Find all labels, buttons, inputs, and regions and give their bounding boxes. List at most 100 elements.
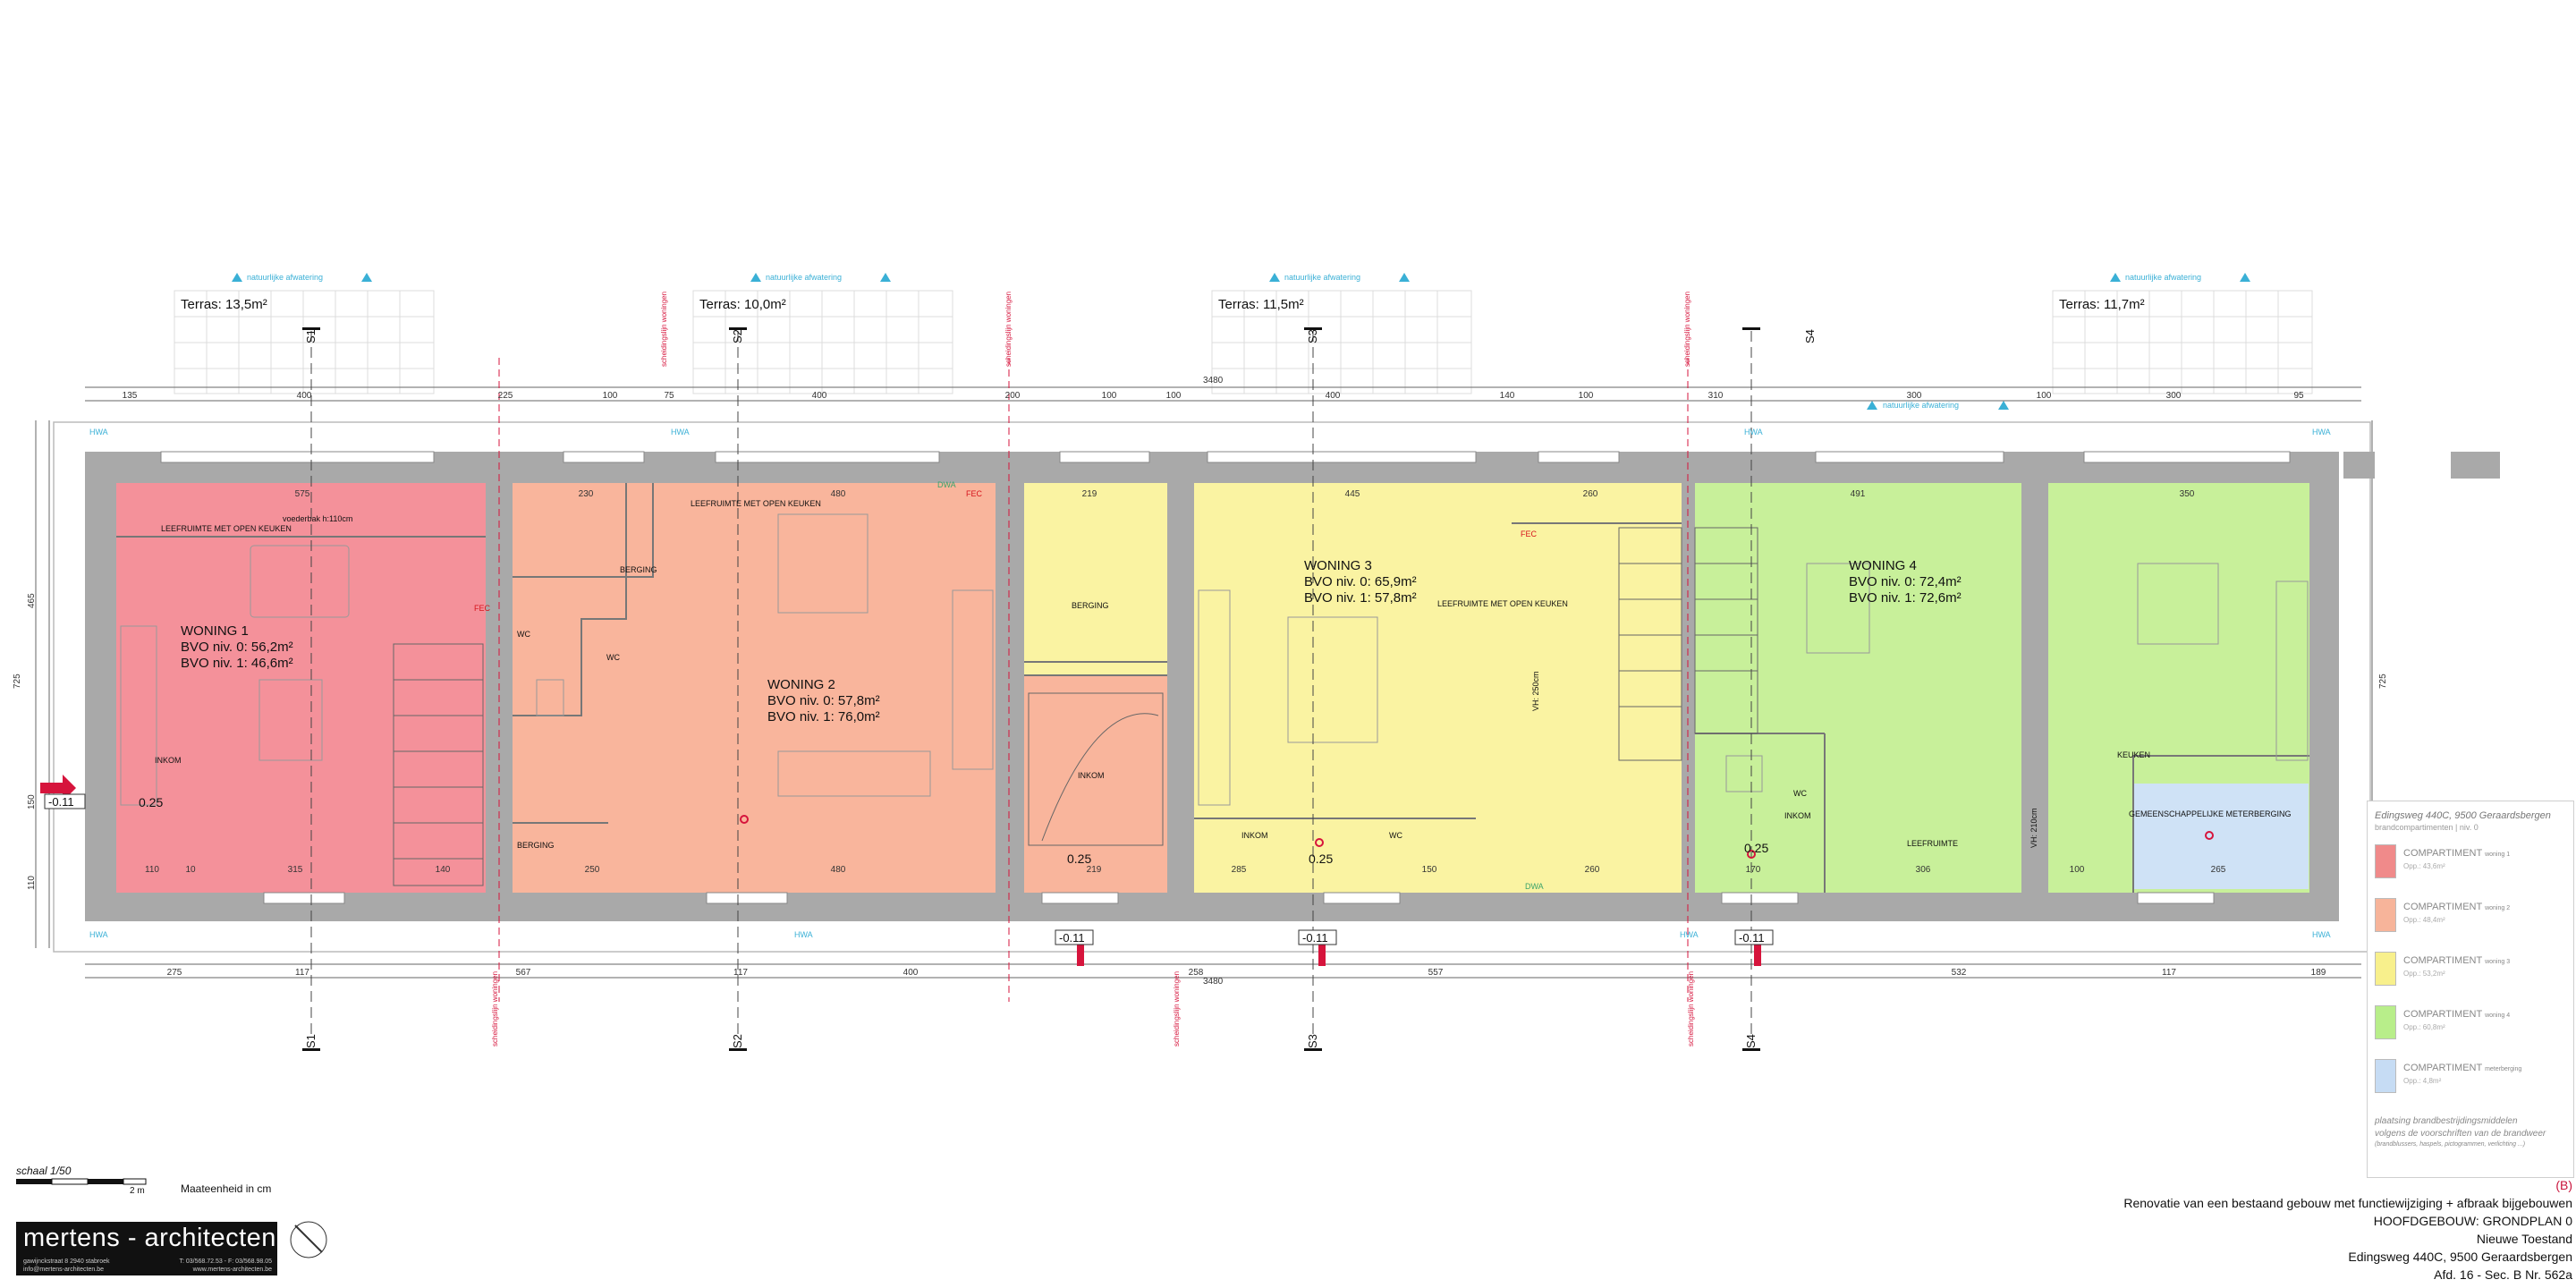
section-s1-bottom: S1 [304,1034,318,1048]
section-labels: S1 S2 S3 S4 S1 S2 S3 S4 [304,329,1817,1048]
titleblock-plan: HOOFDGEBOUW: GRONDPLAN 0 [2373,1214,2572,1228]
legend-item-name: COMPARTIMENT meterberging [2403,1063,2522,1073]
legend-swatch [2375,1005,2396,1039]
woning-1-bvo0: BVO niv. 0: 56,2m² [181,640,293,655]
woning-1-name: WONING 1 [181,623,249,639]
hwa-3: HWA [1744,428,1763,436]
logo-address: gawijnckstraat 8 2940 stabroek info@mert… [23,1258,110,1274]
walls [85,452,2500,921]
dim-int-bottom-13: 265 [2211,865,2226,875]
titleblock-code: (B) [2555,1178,2572,1192]
room-meterberging: GEMEENSCHAPPELIJKE METERBERGING [2129,809,2292,818]
legend-item-woning-4: COMPARTIMENT woning 4 Opp.: 60,8m² [2375,1005,2563,1041]
terrace-3: Terras: 11,5m² [1218,297,1304,312]
dim-int-bottom-2: 315 [288,865,303,875]
room-leefruimte-w1: LEEFRUIMTE MET OPEN KEUKEN [161,524,292,533]
room-wc-w4: WC [1793,789,1807,798]
party-wall-1-bottom: scheidingslijn woningen [491,971,499,1046]
fec-3: FEC [1521,530,1538,538]
dim-top-13: 300 [1907,391,1922,401]
drainage-labels: natuurlijke afwatering natuurlijke afwat… [89,273,2331,939]
level-w4: 0.25 [1744,841,1768,855]
dim-side-right-725: 725 [2378,674,2388,689]
hwa-5: HWA [89,930,108,939]
room-leefruimte-w2: LEEFRUIMTE MET OPEN KEUKEN [691,499,821,508]
party-wall-1-top: scheidingslijn woningen [660,292,668,367]
legend-item-name: COMPARTIMENT woning 3 [2403,955,2511,966]
room-fills [116,483,2309,893]
dim-top-6: 200 [1005,391,1021,401]
room-berging-w3: BERGING [1072,601,1109,610]
dimension-lines [35,386,2373,979]
dim-bottom-7: 532 [1952,968,1967,978]
dim-top-7: 100 [1102,391,1117,401]
room-berging-w2a: BERGING [620,565,657,574]
level-out-4: -0.11 [1739,931,1765,945]
level-out-3: -0.11 [1302,931,1328,945]
party-wall-2-bottom: scheidingslijn woningen [1173,971,1181,1046]
titleblock-parcel: Afd. 16 - Sec. B Nr. 562a [2434,1267,2572,1282]
titleblock-address: Edingsweg 440C, 9500 Geraardsbergen [2348,1250,2572,1264]
dim-top-12: 310 [1708,391,1724,401]
dim-top-0: 135 [123,391,138,401]
woning-2-stair-fill [1024,675,1167,893]
level-w1: 0.25 [139,795,163,809]
room-inkom-w3: INKOM [1241,831,1268,840]
dim-bottom-5: 258 [1189,968,1204,978]
dim-top-5: 400 [812,391,827,401]
terrace-grids [174,290,2313,394]
dim-int-bottom-11: 306 [1916,865,1931,875]
room-berging-w2b: BERGING [517,841,555,850]
legend-swatch [2375,1059,2396,1093]
utility-labels: FEC FEC FEC DWA DWA [474,480,1544,891]
party-wall-labels: scheidingslijn woningen scheidingslijn w… [491,292,1695,1046]
dim-int-bottom-10: 170 [1746,865,1761,875]
woning-3-bvo0: BVO niv. 0: 65,9m² [1304,574,1417,589]
dim-top-16: 95 [2293,391,2304,401]
dim-side-465: 465 [27,593,37,608]
woning-3-name: WONING 3 [1304,558,1372,573]
woning-4-fill [1695,483,2021,893]
woning-4-bvo1: BVO niv. 1: 72,6m² [1849,590,1962,606]
dim-int-bottom-1: 10 [185,865,196,875]
dim-int-bottom-4: 250 [585,865,600,875]
section-lines [310,331,1752,1038]
dim-int-top-4: 445 [1345,489,1360,499]
dim-int-top-0: 575 [295,489,310,499]
hwa-6: HWA [794,930,813,939]
dwa-1: DWA [937,480,956,489]
level-out-1: -0.11 [48,795,74,809]
legend-item-opp: Opp.: 4,8m² [2403,1077,2442,1085]
terrace-2: Terras: 10,0m² [699,297,786,312]
dim-top-3: 100 [603,391,618,401]
dim-int-top-3: 219 [1082,489,1097,499]
fec-1: FEC [474,604,491,613]
unit-label: Maateenheid in cm [181,1182,272,1195]
logo-email: info@mertens-architecten.be [23,1267,104,1273]
room-labels: WONING 1 BVO niv. 0: 56,2m² BVO niv. 1: … [48,297,2292,945]
dim-int-bottom-6: 219 [1087,865,1102,875]
dwa-2: DWA [1525,882,1544,891]
woning-4-name: WONING 4 [1849,558,1917,573]
legend-item-woning-2: COMPARTIMENT woning 2 Opp.: 48,4m² [2375,898,2563,934]
woning-2-bvo0: BVO niv. 0: 57,8m² [767,693,880,708]
drainage-markers [232,273,2250,410]
drainage-2: natuurlijke afwatering [766,273,842,282]
logo-contact: T: 03/568.72.53 - F: 03/568.98.05 www.me… [179,1258,272,1274]
dim-overall-top: 3480 [1203,376,1224,386]
legend-note-2: volgens de voorschriften van de brandwee… [2375,1129,2546,1139]
scale-bar-label: 2 m [130,1186,145,1196]
room-wc-w2a: WC [517,630,530,639]
dim-bottom-2: 567 [516,968,531,978]
dim-int-bottom-9: 260 [1585,865,1600,875]
dim-int-top-7: 350 [2180,489,2195,499]
hwa-1: HWA [89,428,108,436]
point-markers [740,815,2214,859]
meterberging-fill [2133,784,2309,889]
party-wall-3-bottom: scheidingslijn woningen [1687,971,1695,1046]
level-w3: 0.25 [1309,852,1333,866]
room-wc-w2b: WC [606,653,620,662]
dim-bottom-8: 117 [2162,968,2176,978]
drainage-1: natuurlijke afwatering [247,273,323,282]
